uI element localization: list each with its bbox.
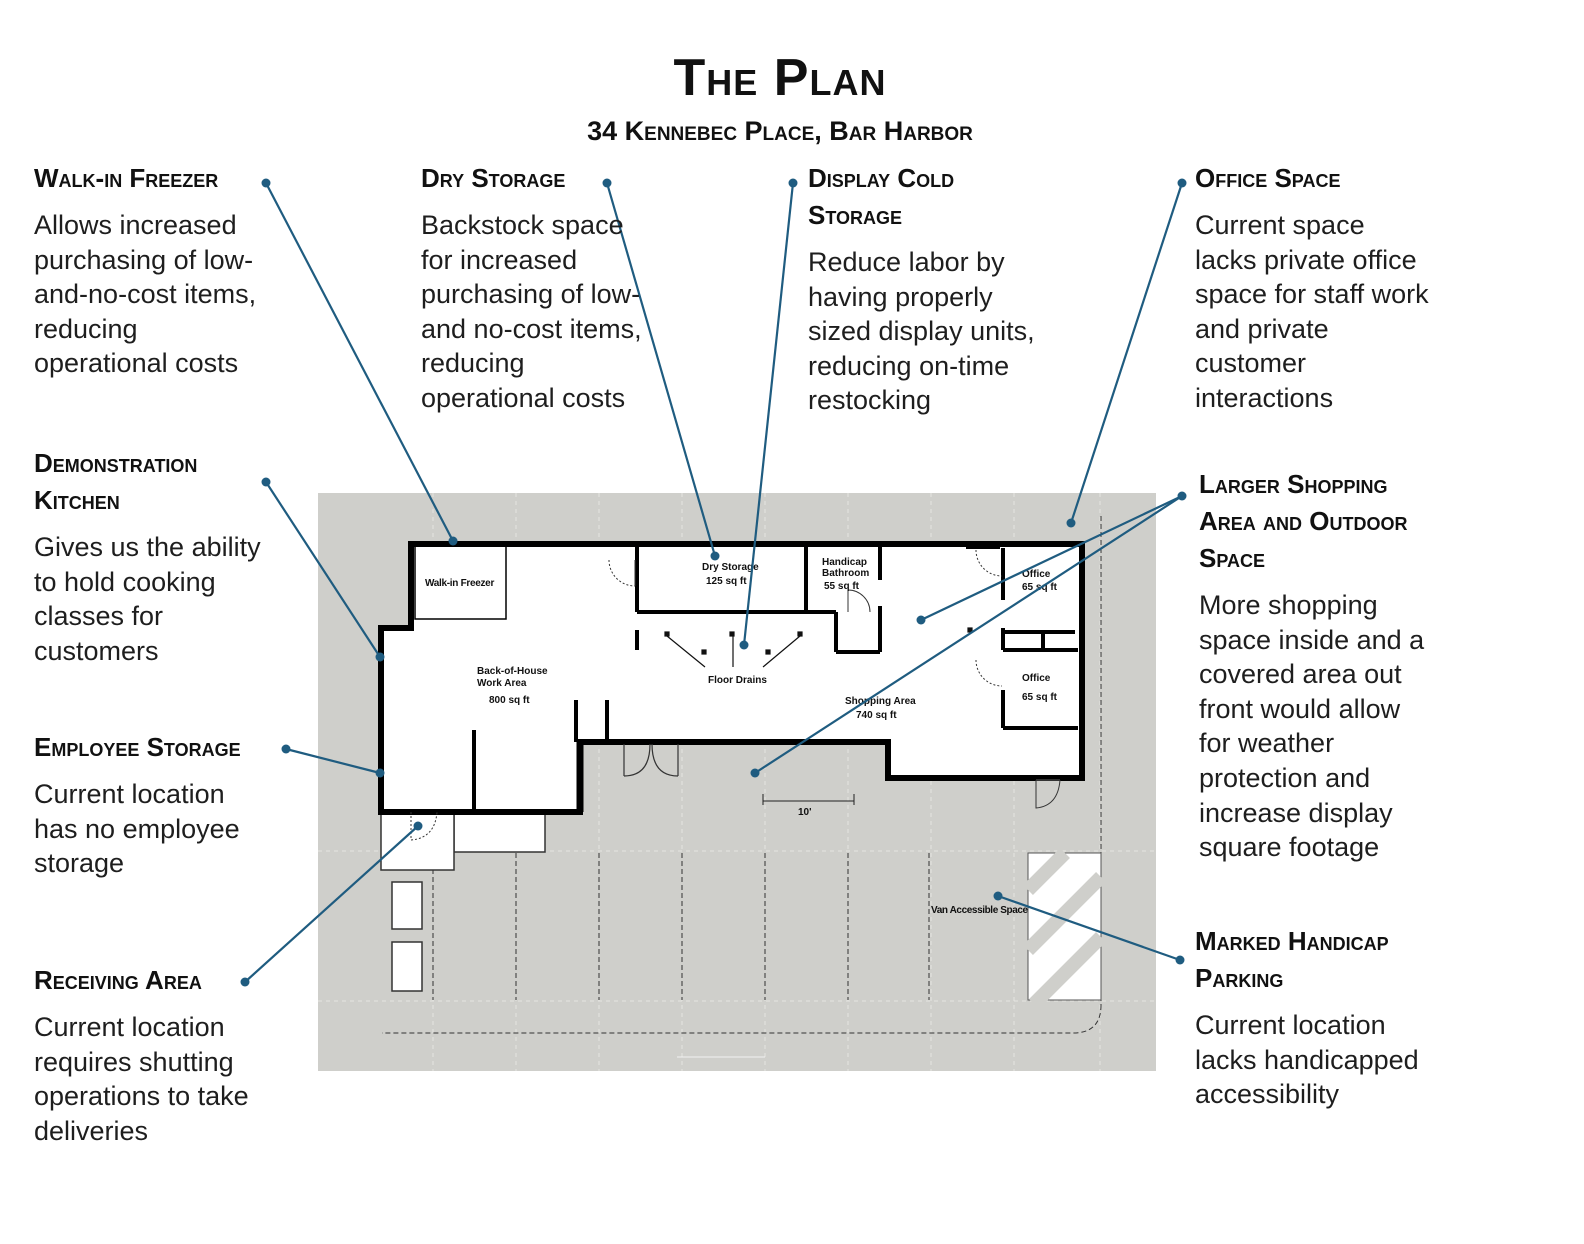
leader-office xyxy=(1069,182,1184,524)
leader-handicap xyxy=(997,894,1181,962)
callout-heading: Employee Storage xyxy=(34,732,241,762)
plan-label-dry-area: 125 sq ft xyxy=(706,576,747,587)
page-title: The Plan xyxy=(673,49,887,107)
leader-receiving xyxy=(244,825,419,983)
leader-display xyxy=(742,182,795,646)
callout-text: Current location has no employee storage xyxy=(34,779,240,879)
page-subtitle: 34 Kennebec Place, Bar Harbor xyxy=(587,116,973,146)
callout-handicap-parking: Marked Handicap Parking Current location… xyxy=(1195,923,1419,1112)
callout-receiving-area: Receiving Area Current location requires… xyxy=(34,962,249,1148)
callout-office-space: Office Space Current space lacks private… xyxy=(1195,160,1429,416)
plan-label-bath: Handicap xyxy=(822,557,867,568)
site-boxes xyxy=(391,881,423,992)
callout-heading: Marked Handicap Parking xyxy=(1195,926,1389,993)
callout-text: More shopping space inside and a covered… xyxy=(1199,590,1425,863)
leader-demo xyxy=(265,481,381,658)
callout-shopping-area: Larger Shopping Area and Outdoor Space M… xyxy=(1199,466,1424,865)
plan-label-van: Van Accessible Space xyxy=(931,905,1029,916)
callout-demonstration-kitchen: Demonstration Kitchen Gives us the abili… xyxy=(34,445,261,668)
plan-label-shop-area: 740 sq ft xyxy=(856,710,897,721)
floor-drains xyxy=(664,627,973,668)
callout-heading: Dry Storage xyxy=(421,163,566,193)
parking-stalls xyxy=(382,516,1102,1034)
callout-text: Current location lacks handicapped acces… xyxy=(1195,1010,1419,1110)
callout-dry-storage: Dry Storage Backstock space for increase… xyxy=(421,160,642,416)
callout-display-cold-storage: Display Cold Storage Reduce labor by hav… xyxy=(808,160,1035,418)
leader-shop-2 xyxy=(754,495,1183,774)
leader-lines xyxy=(244,182,1184,983)
callout-heading: Receiving Area xyxy=(34,965,202,995)
callout-heading: Walk-in Freezer xyxy=(34,163,219,193)
plan-label-drains: Floor Drains xyxy=(708,675,767,686)
door-swings xyxy=(410,549,1061,841)
callout-heading: Larger Shopping Area and Outdoor Space xyxy=(1199,469,1408,573)
callout-heading: Display Cold Storage xyxy=(808,163,955,230)
callout-heading: Office Space xyxy=(1195,163,1341,193)
callout-text: Backstock space for increased purchasing… xyxy=(421,210,642,413)
dimension-line xyxy=(762,794,855,805)
plan-label-boh: Back-of-House xyxy=(477,666,548,677)
building-floor xyxy=(381,544,1082,812)
plan-label-boh-2: Work Area xyxy=(477,678,527,689)
interior-walls xyxy=(414,544,1078,812)
leader-dry xyxy=(605,182,717,557)
leader-shop-1 xyxy=(920,495,1183,621)
plan-label-boh-area: 800 sq ft xyxy=(489,695,530,706)
callout-text: Current location requires shutting opera… xyxy=(34,1012,249,1146)
callout-text: Reduce labor by having properly sized di… xyxy=(808,247,1035,416)
callout-walkin-freezer: Walk-in Freezer Allows increased purchas… xyxy=(34,160,256,381)
callout-text: Current space lacks private office space… xyxy=(1195,210,1429,413)
plan-label-bath-2: Bathroom xyxy=(822,568,869,579)
leader-walkin xyxy=(265,182,454,542)
plan-label-office2-area: 65 sq ft xyxy=(1022,692,1058,703)
plan-label-bath-area: 55 sq ft xyxy=(824,581,860,592)
plan-label-office1: Office xyxy=(1022,569,1051,580)
callout-text: Allows increased purchasing of low- and-… xyxy=(34,210,257,379)
callout-heading: Demonstration Kitchen xyxy=(34,448,198,515)
plan-label-shop: Shopping Area xyxy=(845,696,916,707)
plan-label-office2: Office xyxy=(1022,673,1051,684)
access-aisle-hatch xyxy=(1023,848,1106,1009)
leader-employee xyxy=(285,747,381,775)
plan-label-dry: Dry Storage xyxy=(702,562,759,573)
callout-employee-storage: Employee Storage Current location has no… xyxy=(34,729,241,881)
plan-label-dim: 10' xyxy=(798,807,812,818)
leader-dots xyxy=(240,178,1187,987)
callout-text: Gives us the ability to hold cooking cla… xyxy=(34,532,261,666)
plan-label-walkin: Walk-in Freezer xyxy=(425,578,494,589)
